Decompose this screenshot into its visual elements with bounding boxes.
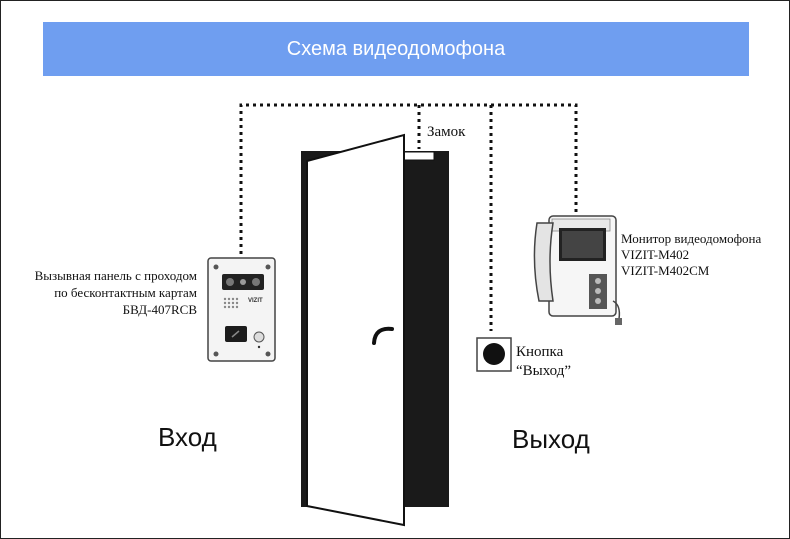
monitor-label-line: VIZIT-M402: [621, 247, 690, 262]
speaker-grille-icon: [223, 297, 239, 309]
screw-icon: [213, 264, 219, 270]
power-cord-icon: [612, 300, 621, 320]
lock-label: Замок: [427, 124, 466, 140]
panel-brand: VIZIT: [248, 298, 263, 304]
monitor-label-line: VIZIT-M402CM: [621, 263, 710, 278]
call-panel: VIZIT: [207, 257, 276, 362]
exit-button-label-line: “Выход”: [516, 363, 572, 379]
door: [306, 133, 405, 527]
call-button-icon: [253, 331, 265, 343]
exit-button-label-line: Кнопка: [516, 344, 564, 360]
exit-button-icon: [483, 343, 505, 365]
lock: [403, 151, 435, 161]
monitor-label-line: Монитор видеодомофона: [621, 231, 762, 246]
screw-icon: [213, 351, 219, 357]
door-handle: [372, 326, 394, 345]
entry-label: Вход: [158, 422, 217, 452]
handset-icon: [533, 222, 554, 302]
monitor-label: Монитор видеодомофона VIZIT-M402 VIZIT-M…: [621, 231, 761, 279]
exit-label: Выход: [512, 424, 590, 454]
call-panel-label-line: по бесконтактным картам: [54, 285, 197, 300]
wiring: [239, 103, 578, 331]
diagram-title: Схема видеодомофона: [43, 22, 749, 76]
wire-panel: [239, 103, 578, 254]
exit-button-device: [476, 337, 512, 372]
call-panel-label-line: Вызывная панель с проходом: [34, 268, 197, 283]
call-panel-label-line: БВД-407RCB: [122, 302, 197, 317]
exit-button-label: Кнопка “Выход”: [516, 343, 571, 381]
monitor: [533, 215, 622, 325]
call-panel-label: Вызывная панель с проходом по бесконтакт…: [35, 267, 197, 318]
screw-icon: [265, 264, 271, 270]
screw-icon: [265, 351, 271, 357]
